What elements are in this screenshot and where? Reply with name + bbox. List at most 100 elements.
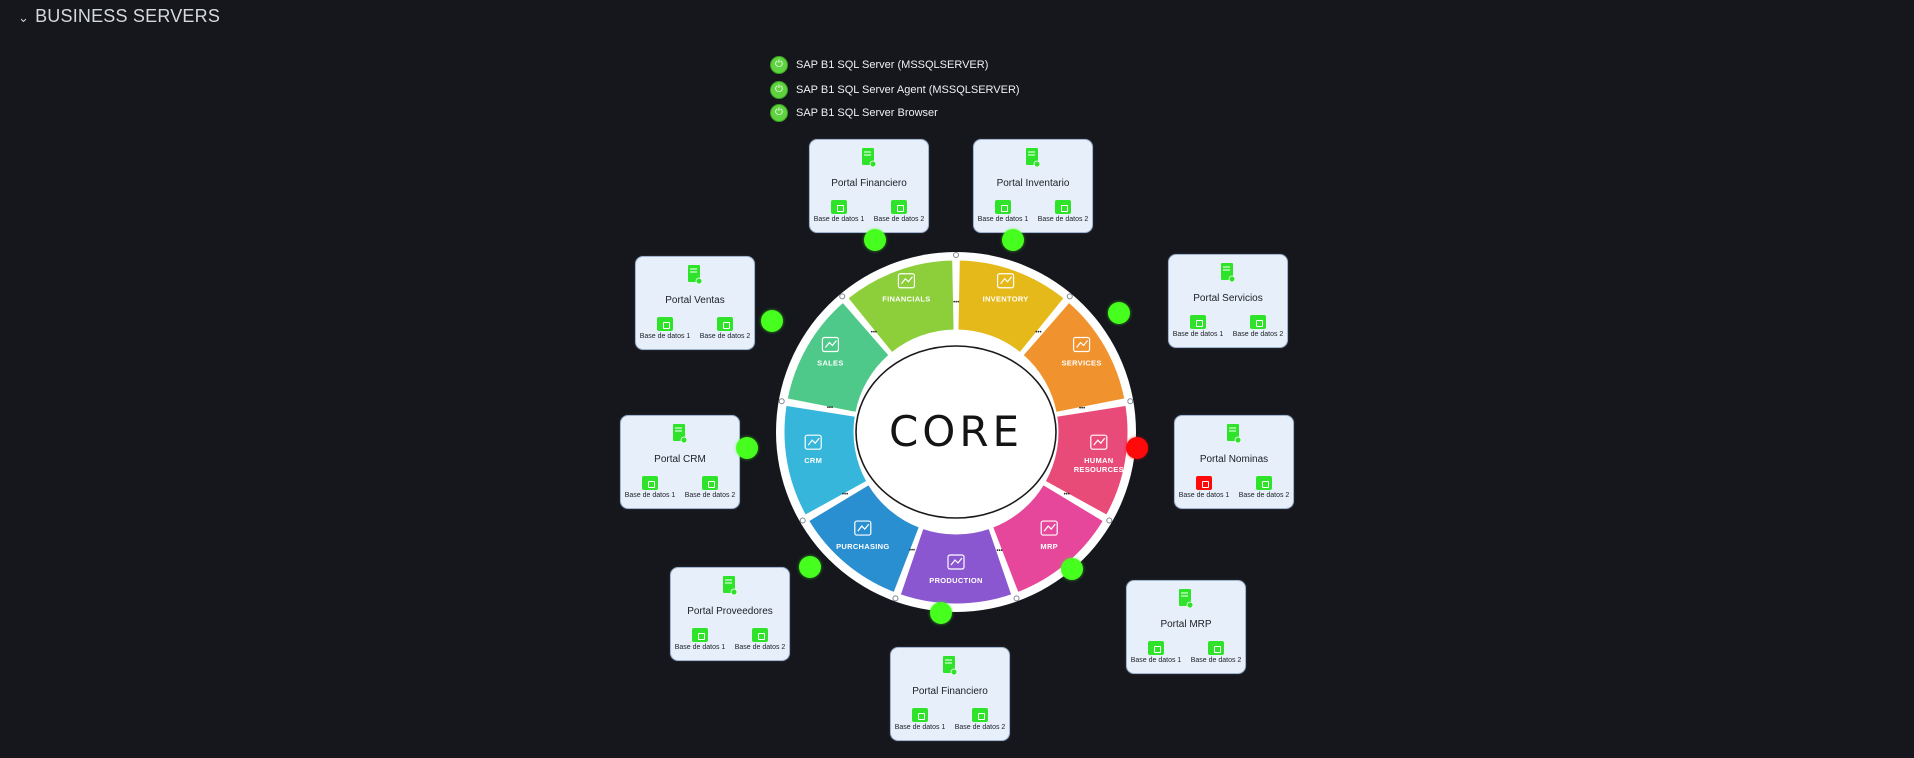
database-2[interactable]: Base de datos 2 — [1188, 641, 1244, 664]
database-2[interactable]: Base de datos 2 — [952, 708, 1008, 731]
status-indicator-mrp[interactable] — [1061, 558, 1083, 580]
database-2[interactable]: Base de datos 2 — [682, 476, 738, 499]
status-indicator-crm[interactable] — [736, 437, 758, 459]
database-2[interactable]: Base de datos 2 — [1230, 315, 1286, 338]
database-2[interactable]: Base de datos 2 — [697, 317, 753, 340]
ring-knob — [799, 517, 806, 524]
portal-name: Portal Nominas — [1199, 454, 1269, 465]
portal-name: Portal Financiero — [912, 686, 988, 697]
connector-dots: ••• — [1079, 406, 1085, 412]
segment-label: SERVICES — [1061, 359, 1101, 368]
database-icon — [1250, 315, 1266, 329]
segment-label: FINANCIALS — [882, 295, 930, 304]
database-1[interactable]: Base de datos 1 — [1170, 315, 1226, 338]
services-icon — [1072, 336, 1091, 353]
database-icon — [657, 317, 673, 331]
service-row-sql-server[interactable]: ⏻ SAP B1 SQL Server (MSSQLSERVER) — [770, 56, 988, 74]
segment-purchasing[interactable]: PURCHASING — [808, 483, 920, 594]
status-indicator-servicios[interactable] — [1108, 302, 1130, 324]
database-label: Base de datos 2 — [873, 216, 925, 223]
portal-name: Portal Proveedores — [687, 606, 773, 617]
database-label: Base de datos 2 — [954, 724, 1006, 731]
database-1[interactable]: Base de datos 1 — [1128, 641, 1184, 664]
server-icon — [1221, 263, 1235, 283]
segment-mrp[interactable]: MRP — [992, 483, 1104, 594]
segment-production[interactable]: PRODUCTION — [899, 527, 1013, 605]
inventory-icon — [996, 273, 1015, 289]
database-icon — [717, 317, 733, 331]
portal-name: Portal Ventas — [665, 295, 725, 306]
database-icon — [1256, 476, 1272, 490]
database-1[interactable]: Base de datos 1 — [672, 628, 728, 651]
core-circle[interactable] — [855, 345, 1057, 519]
connector-dots: ••• — [1035, 330, 1041, 336]
database-1[interactable]: Base de datos 1 — [892, 708, 948, 731]
ring-knob — [1066, 293, 1073, 300]
status-indicator-proveedores[interactable] — [799, 556, 821, 578]
ring-knob — [1013, 595, 1020, 602]
database-2[interactable]: Base de datos 2 — [1035, 200, 1091, 223]
database-2[interactable]: Base de datos 2 — [732, 628, 788, 651]
database-icon — [1196, 476, 1212, 490]
segment-inventory[interactable]: INVENTORY — [957, 259, 1065, 354]
ring-knob — [892, 595, 899, 602]
ring-knob — [778, 398, 785, 405]
status-indicator-nominas[interactable] — [1126, 437, 1148, 459]
database-icon — [1055, 200, 1071, 214]
database-label: Base de datos 1 — [1130, 657, 1182, 664]
chevron-down-icon[interactable]: ⌄ — [18, 9, 30, 25]
database-1[interactable]: Base de datos 1 — [811, 200, 867, 223]
segment-financials[interactable]: FINANCIALS — [847, 259, 955, 354]
ring-knob — [953, 252, 959, 258]
database-icon — [891, 200, 907, 214]
segment-sales[interactable]: SALES — [786, 301, 890, 413]
database-1[interactable]: Base de datos 1 — [975, 200, 1031, 223]
human-resources-icon — [1090, 434, 1108, 450]
database-1[interactable]: Base de datos 1 — [637, 317, 693, 340]
portal-name: Portal CRM — [654, 454, 706, 465]
database-label: Base de datos 2 — [1190, 657, 1242, 664]
database-label: Base de datos 1 — [674, 644, 726, 651]
database-2[interactable]: Base de datos 2 — [871, 200, 927, 223]
connector-dots: ••• — [909, 548, 915, 554]
portal-card-crm[interactable]: Portal CRM Base de datos 1 Base de datos 2 — [620, 415, 740, 509]
power-icon: ⏻ — [770, 56, 788, 74]
section-title: BUSINESS SERVERS — [35, 6, 221, 26]
database-label: Base de datos 2 — [684, 492, 736, 499]
segment-services[interactable]: SERVICES — [1022, 301, 1126, 413]
connector-dots: ••• — [953, 300, 959, 306]
database-label: Base de datos 1 — [1178, 492, 1230, 499]
database-1[interactable]: Base de datos 1 — [622, 476, 678, 499]
segment-label: PURCHASING — [836, 542, 889, 551]
database-icon — [995, 200, 1011, 214]
status-indicator-inventario[interactable] — [1002, 229, 1024, 251]
connector-dots: ••• — [827, 406, 833, 412]
database-1[interactable]: Base de datos 1 — [1176, 476, 1232, 499]
ring-knob — [1127, 398, 1134, 405]
server-icon — [943, 656, 957, 676]
database-label: Base de datos 2 — [1232, 331, 1284, 338]
database-label: Base de datos 2 — [1037, 216, 1089, 223]
server-icon — [862, 148, 876, 168]
service-row-sql-agent[interactable]: ⏻ SAP B1 SQL Server Agent (MSSQLSERVER) — [770, 81, 1020, 99]
section-header[interactable]: ⌄ BUSINESS SERVERS — [18, 6, 220, 27]
power-icon: ⏻ — [770, 104, 788, 122]
status-indicator-financiero-bottom[interactable] — [930, 602, 952, 624]
database-2[interactable]: Base de datos 2 — [1236, 476, 1292, 499]
status-indicator-ventas[interactable] — [761, 310, 783, 332]
status-indicator-financiero-top[interactable] — [864, 229, 886, 251]
service-row-sql-browser[interactable]: ⏻ SAP B1 SQL Server Browser — [770, 104, 938, 122]
purchasing-icon — [854, 520, 872, 536]
segment-label: INVENTORY — [983, 295, 1029, 304]
segment-crm[interactable]: CRM — [783, 404, 868, 516]
